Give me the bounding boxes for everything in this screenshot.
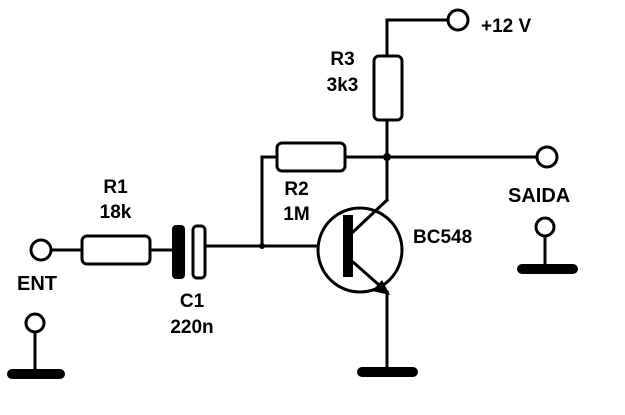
transistor-q1-base-bar [343, 215, 353, 277]
resistor-r1 [80, 234, 152, 266]
input-ground-terminal [24, 312, 46, 334]
capacitor-c1-plate-a [172, 225, 185, 279]
resistor-r3 [372, 54, 404, 122]
transistor-q1-collector-leg [350, 197, 390, 235]
supply-label: +12 V [481, 16, 532, 37]
resistor-r2 [275, 141, 347, 173]
r2-name-label: R2 [284, 179, 309, 200]
collector-junction [383, 153, 391, 161]
input-terminal [29, 238, 53, 262]
r3-name-label: R3 [330, 49, 355, 70]
c1-name-label: C1 [179, 291, 205, 312]
output-terminal [535, 145, 559, 169]
r2-value-label: 1M [283, 204, 310, 225]
capacitor-c1-plate-b [191, 224, 207, 280]
output-ground-terminal [534, 216, 556, 238]
base-junction [259, 243, 265, 249]
supply-terminal [446, 8, 470, 32]
c1-value-label: 220n [170, 317, 214, 338]
output-label: SAIDA [508, 185, 571, 207]
transistor-part-label: BC548 [413, 227, 473, 248]
input-label: ENT [17, 273, 57, 295]
r3-value-label: 3k3 [326, 75, 359, 96]
r1-name-label: R1 [103, 177, 128, 198]
r1-value-label: 18k [99, 202, 132, 223]
transistor-q1-body [316, 206, 404, 294]
